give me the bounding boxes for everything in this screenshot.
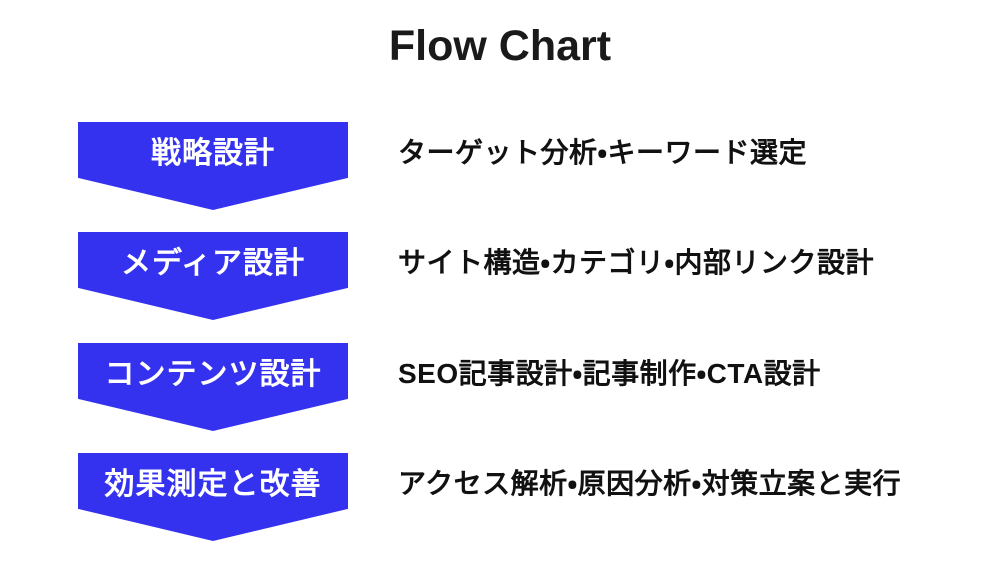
flow-step-4-chevron: 効果測定と改善 [78, 453, 348, 541]
flow-step-4-description: アクセス解析・原因分析・対策立案と実行 [398, 468, 902, 499]
flow-step-2: メディア設計 サイト構造・カテゴリ・内部リンク設計 [0, 232, 1000, 320]
flow-step-3-label: コンテンツ設計 [104, 358, 322, 391]
flow-step-1-label: 戦略設計 [151, 137, 275, 170]
flow-step-2-chevron: メディア設計 [78, 232, 348, 320]
flow-step-1: 戦略設計 ターゲット分析・キーワード選定 [0, 122, 1000, 210]
page-title: Flow Chart [388, 22, 612, 70]
flow-step-2-description: サイト構造・カテゴリ・内部リンク設計 [398, 247, 875, 278]
flow-step-1-chevron: 戦略設計 [78, 122, 348, 210]
flow-step-3: コンテンツ設計 SEO記事設計・記事制作・CTA設計 [0, 343, 1000, 431]
flow-step-3-chevron: コンテンツ設計 [78, 343, 348, 431]
flow-step-4: 効果測定と改善 アクセス解析・原因分析・対策立案と実行 [0, 453, 1000, 541]
flow-step-2-label: メディア設計 [121, 247, 305, 280]
flow-step-4-label: 効果測定と改善 [104, 468, 322, 501]
flow-step-3-description: SEO記事設計・記事制作・CTA設計 [398, 358, 821, 389]
flow-step-1-description: ターゲット分析・キーワード選定 [398, 137, 808, 168]
